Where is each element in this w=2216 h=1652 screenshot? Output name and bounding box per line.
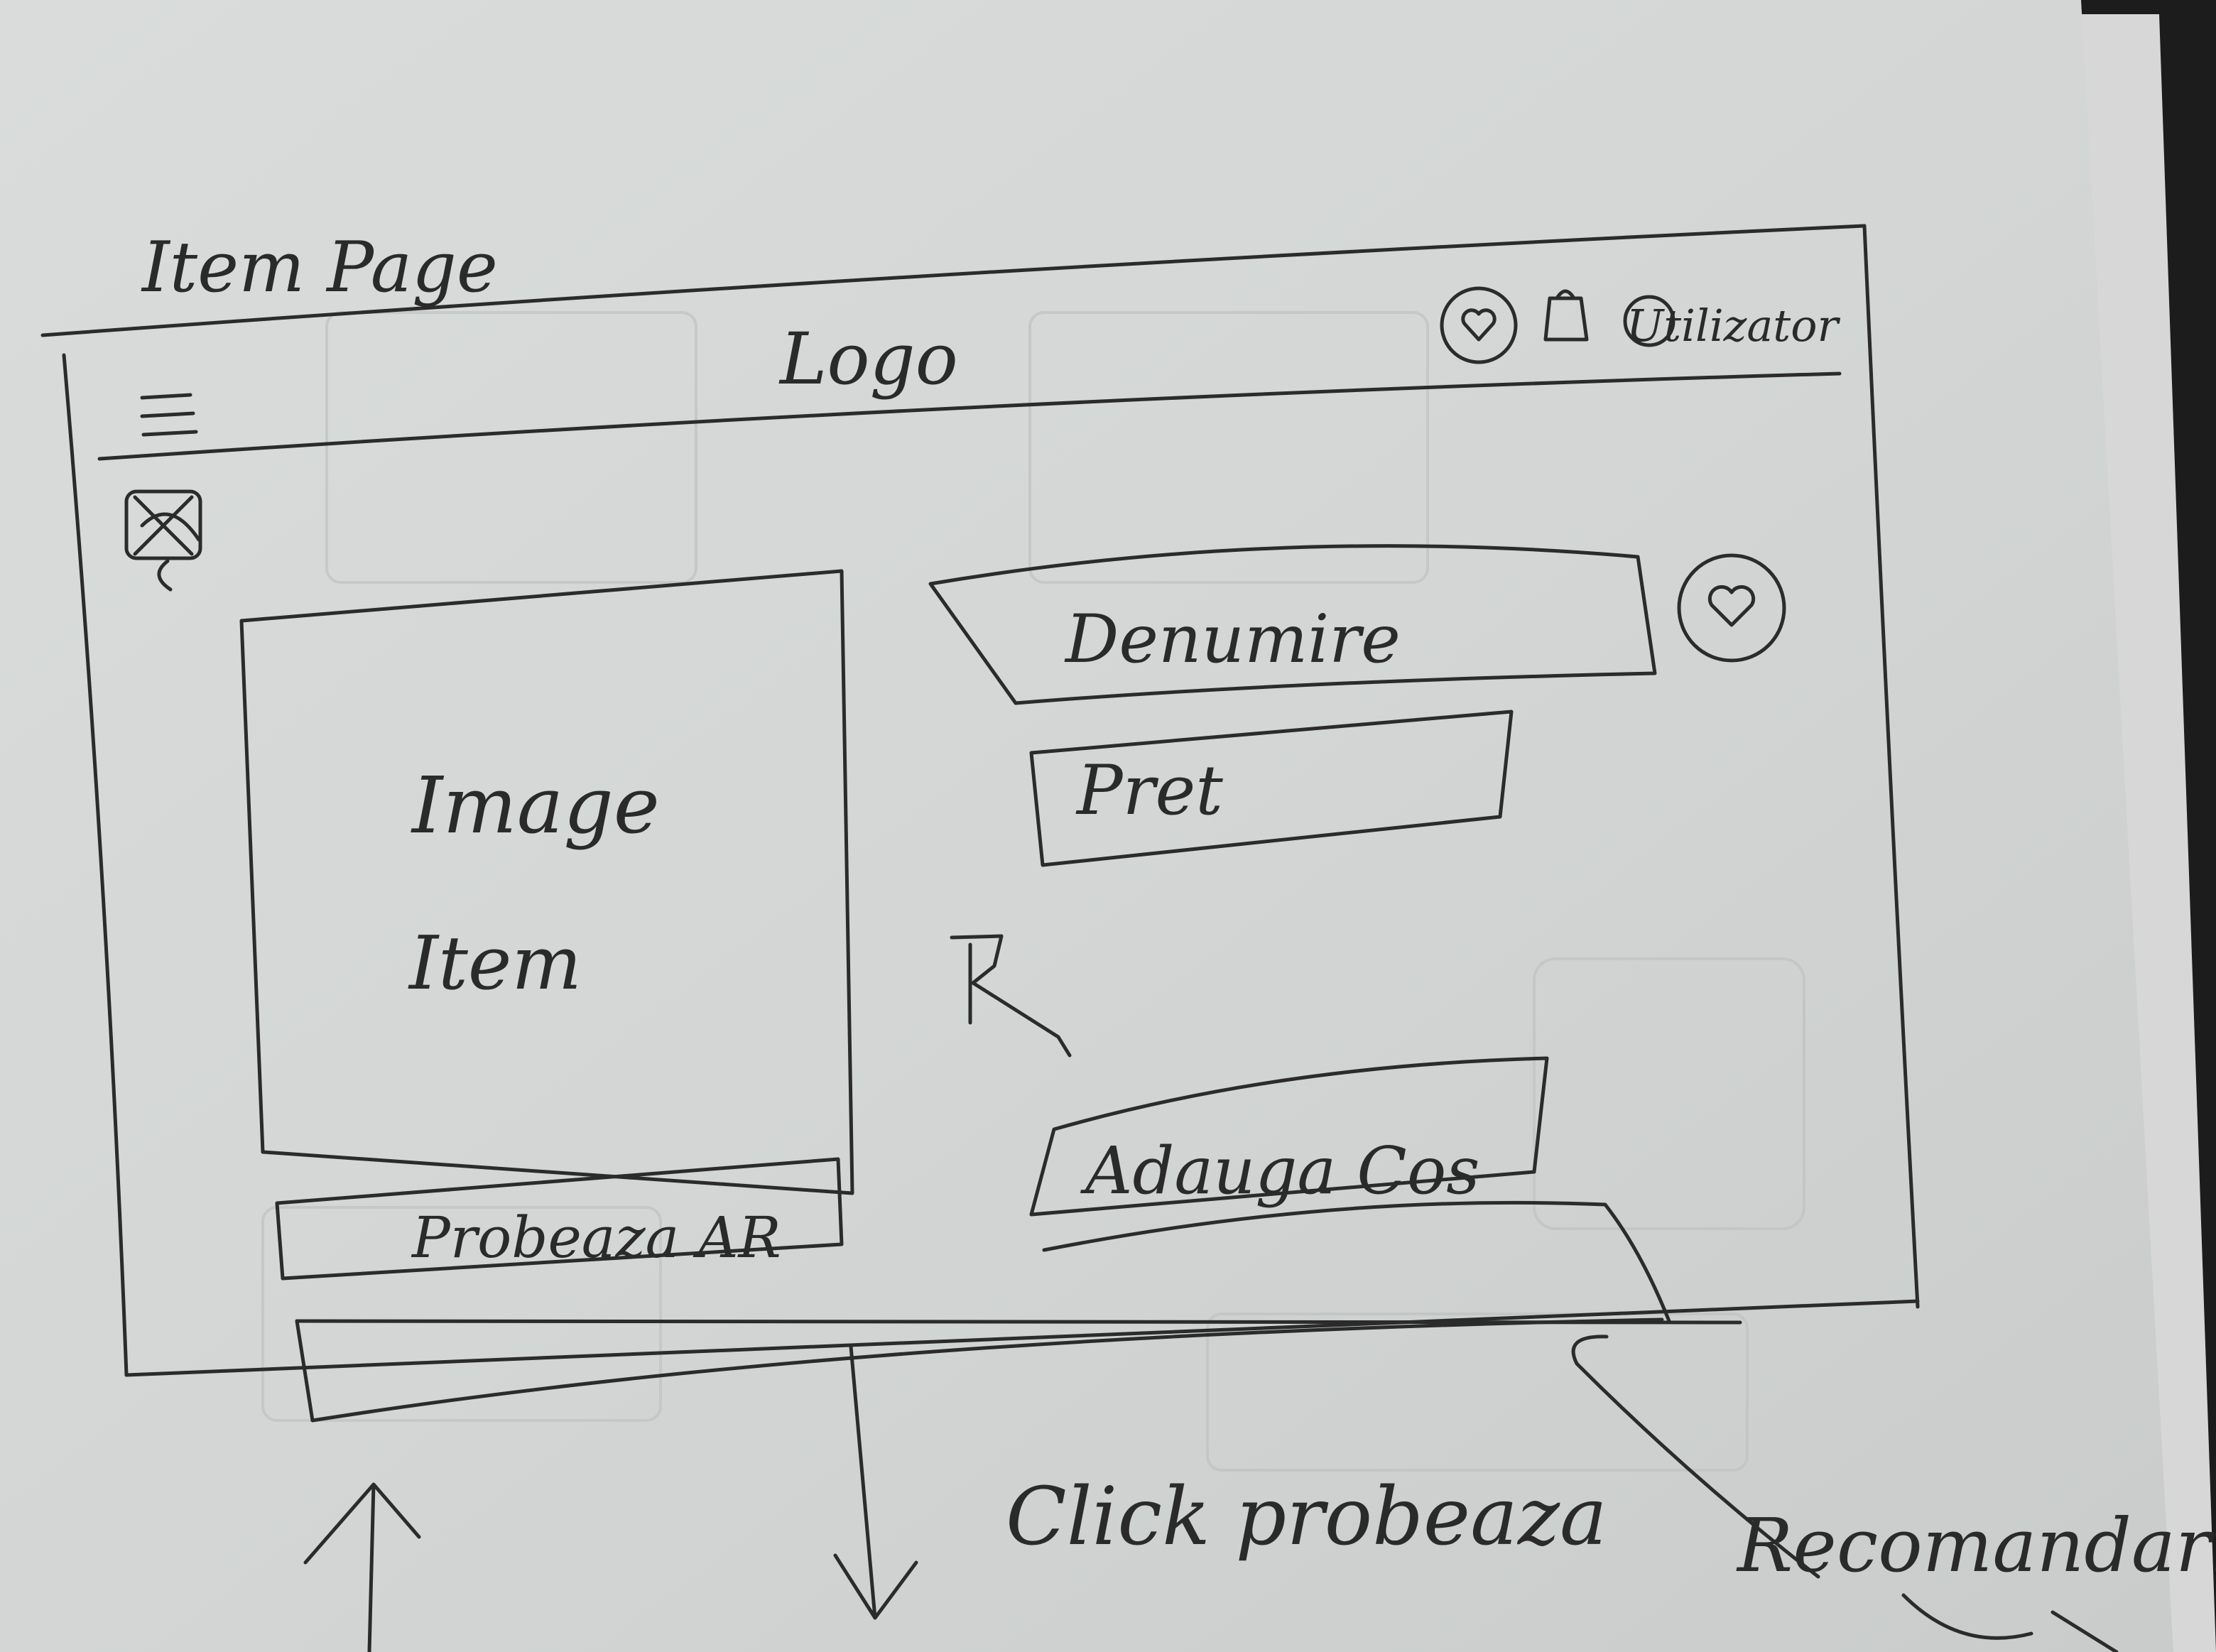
frame-top-line — [40, 224, 1867, 337]
try-ar-label[interactable]: Probeaza AR — [411, 1205, 781, 1271]
add-to-cart-label[interactable]: Adauga Cos — [1080, 1133, 1479, 1209]
recommendations-bottom-line — [310, 1317, 1664, 1423]
header-divider — [97, 371, 1842, 461]
try-ar-button[interactable] — [275, 1157, 844, 1281]
scribble-bottom-right — [1901, 1593, 2119, 1652]
hamburger-menu-icon[interactable] — [140, 393, 192, 400]
sketch-title: Item Page — [141, 227, 498, 308]
product-name-label: Denumire — [1064, 601, 1401, 678]
frame-right-line — [1862, 224, 1920, 1309]
recommendations-arrow — [1571, 1335, 1820, 1579]
heart-icon — [1707, 585, 1756, 627]
product-name-box — [928, 544, 1657, 705]
recommendations-left-line — [295, 1319, 315, 1423]
annotation-recommendations: Recomandari — [1736, 1502, 2216, 1589]
logo-text: Logo — [778, 317, 958, 401]
favorite-button[interactable] — [1677, 553, 1786, 663]
product-price-label: Pret — [1075, 751, 1223, 830]
left-up-arrow — [303, 1482, 421, 1652]
image-label-line1: Image — [411, 760, 660, 851]
annotation-click-try: Click probeaza — [1006, 1471, 1607, 1563]
user-label[interactable]: Utilizator — [1626, 300, 1841, 352]
recommendations-bracket — [1042, 1200, 1671, 1323]
add-to-cart-button[interactable] — [1029, 1056, 1549, 1217]
item-image-box — [239, 569, 854, 1195]
user-icon[interactable] — [1623, 295, 1675, 347]
click-try-arrow — [833, 1344, 918, 1620]
rating-mark — [950, 934, 1072, 1058]
shopping-bag-icon[interactable] — [1543, 289, 1589, 342]
product-price-box — [1029, 710, 1514, 867]
frame-left-line — [62, 353, 129, 1377]
close-icon[interactable] — [124, 489, 202, 560]
favorites-icon[interactable] — [1440, 286, 1518, 364]
image-label-line2: Item — [408, 920, 582, 1006]
